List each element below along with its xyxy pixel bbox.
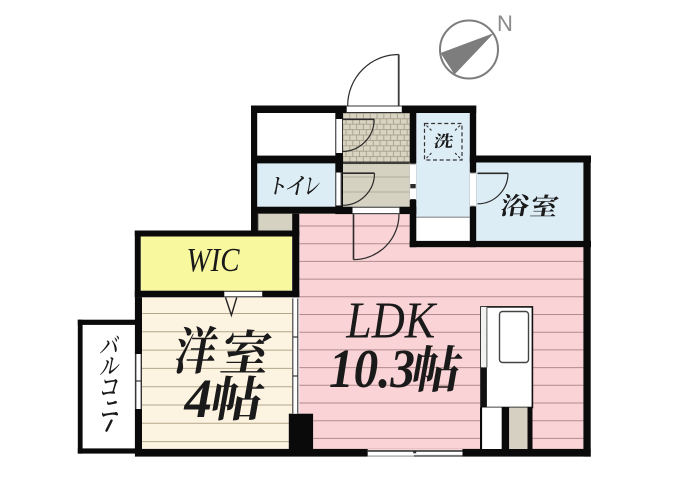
svg-text:WIC: WIC <box>187 242 241 279</box>
svg-text:4: 4 <box>184 368 213 429</box>
svg-text:10.3: 10.3 <box>329 338 415 399</box>
svg-text:N: N <box>497 11 513 36</box>
svg-text:LDK: LDK <box>345 293 437 350</box>
